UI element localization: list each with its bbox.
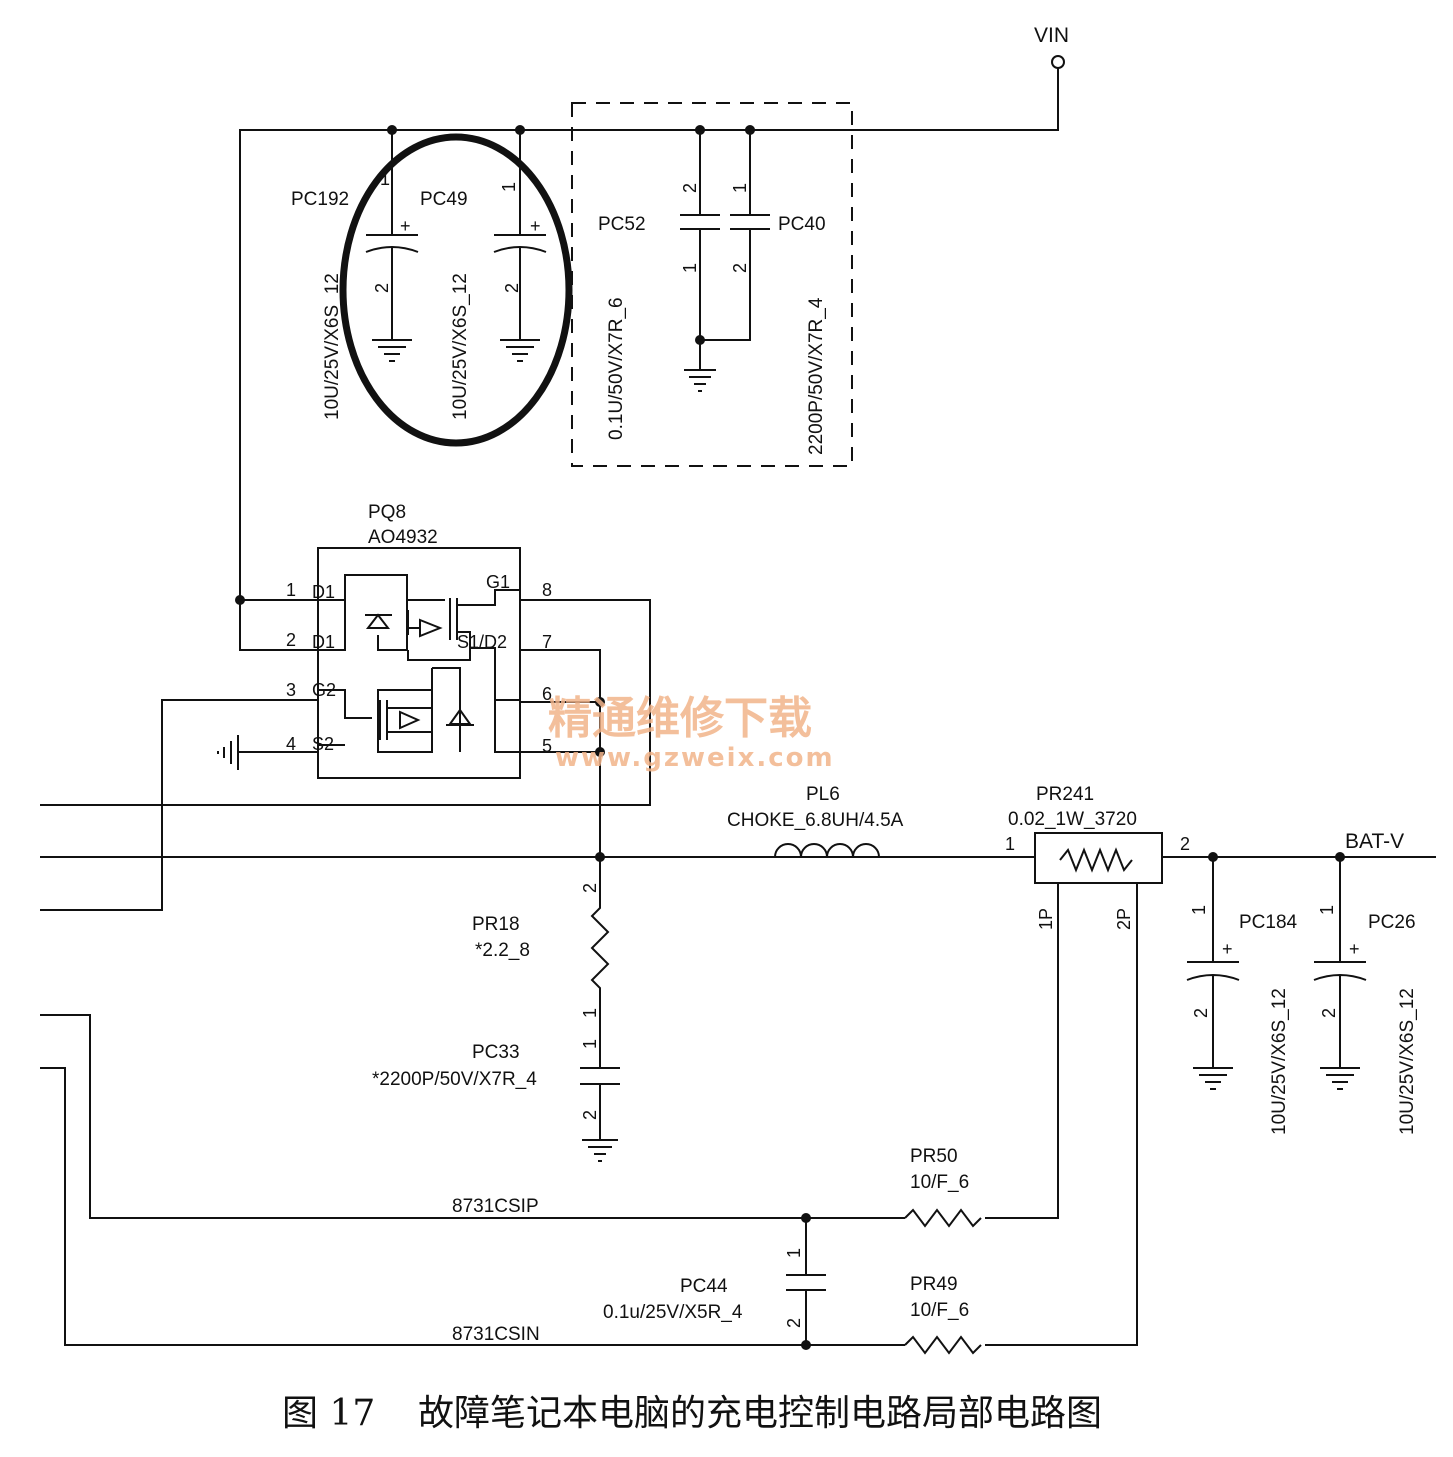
svg-text:G2: G2 [312,680,336,700]
pr49-ref: PR49 [910,1274,958,1295]
svg-text:2: 2 [502,283,522,293]
svg-text:1: 1 [580,1008,600,1018]
svg-text:4: 4 [286,734,296,754]
pc52-value: 0.1U/50V/X7R_6 [606,297,627,440]
pc44-capacitor: 1 2 PC44 0.1u/25V/X5R_4 [603,1218,826,1345]
svg-text:1: 1 [286,580,296,600]
svg-text:6: 6 [542,684,552,704]
pc26-capacitor: 1 + 2 PC26 10U/25V/X6S_12 [1313,857,1418,1135]
pc44-value: 0.1u/25V/X5R_4 [603,1302,743,1323]
svg-text:2: 2 [580,883,600,893]
pq8-mosfet: PQ8 AO4932 D1 D1 G2 S2 G1 S1/D2 1 2 3 4 … [286,502,552,779]
svg-text:2: 2 [784,1318,804,1328]
svg-text:7: 7 [542,632,552,652]
pr50-ref: PR50 [910,1146,958,1167]
svg-text:1: 1 [1005,834,1015,854]
pc26-value: 10U/25V/X6S_12 [1397,988,1418,1135]
sense-network: 8731CSIP 8731CSIN PR50 10/F_6 PR49 10/F_… [40,1014,982,1355]
pr18-resistor: 2 1 PR18 *2.2_8 [472,857,610,1068]
pl6-value: CHOKE_6.8UH/4.5A [727,810,904,831]
svg-text:1: 1 [1189,905,1209,915]
highlight-ellipse [339,133,573,447]
pc40-ref: PC40 [778,214,826,235]
svg-text:+: + [530,216,541,236]
vin-label: VIN [1034,24,1069,47]
dashed-group-box [571,102,853,467]
watermark: 精通维修下载 www.gzweix.com [548,693,835,773]
figure-caption: 图 17 故障笔记本电脑的充电控制电路局部电路图 [282,1393,1102,1434]
pc192-ref: PC192 [291,189,349,210]
svg-text:D1: D1 [312,632,335,652]
svg-text:2: 2 [1191,1008,1211,1018]
watermark-url: www.gzweix.com [555,743,835,773]
pc52-capacitor: 2 1 PC52 0.1U/50V/X7R_6 [598,130,720,440]
svg-text:+: + [400,216,411,236]
svg-text:2P: 2P [1114,908,1134,930]
pr241-sense-resistor: PR241 0.02_1W_3720 1 2 1P 2P BAT-V [985,784,1436,1346]
svg-text:+: + [1222,939,1233,959]
pc49-ref: PC49 [420,189,468,210]
svg-text:2: 2 [1319,1008,1339,1018]
svg-text:2: 2 [730,263,750,273]
caption-text: 故障笔记本电脑的充电控制电路局部电路图 [418,1393,1102,1434]
pr18-ref: PR18 [472,914,520,935]
caption-fig: 图 17 [282,1393,375,1434]
watermark-cn: 精通维修下载 [548,693,812,744]
pr50-value: 10/F_6 [910,1172,969,1193]
pr49-value: 10/F_6 [910,1300,969,1321]
pr241-ref: PR241 [1036,784,1094,805]
pc49-capacitor: 1 + 2 PC49 10U/25V/X6S_12 [420,130,547,420]
csin-label: 8731CSIN [452,1324,540,1345]
pr241-value: 0.02_1W_3720 [1008,809,1137,830]
svg-text:2: 2 [286,630,296,650]
svg-text:2: 2 [580,1110,600,1120]
svg-text:2: 2 [1180,834,1190,854]
pc44-ref: PC44 [680,1276,728,1297]
svg-text:1: 1 [499,182,519,192]
vin-terminal [1051,55,1065,69]
pc33-ref: PC33 [472,1042,520,1063]
pc192-capacitor: 1 + 2 PC192 10U/25V/X6S_12 [291,130,419,420]
pc184-ref: PC184 [1239,912,1298,933]
pc33-value: *2200P/50V/X7R_4 [372,1069,537,1090]
svg-text:1: 1 [380,169,390,189]
svg-text:+: + [1349,939,1360,959]
svg-text:1: 1 [784,1248,804,1258]
pq8-ref: PQ8 [368,502,406,523]
svg-text:S1/D2: S1/D2 [457,632,507,652]
pl6-ref: PL6 [806,784,840,805]
pr18-value: *2.2_8 [475,940,530,961]
svg-text:5: 5 [542,736,552,756]
csip-label: 8731CSIP [452,1196,539,1217]
pc192-value: 10U/25V/X6S_12 [322,273,343,420]
svg-text:1: 1 [680,263,700,273]
svg-text:S2: S2 [312,734,334,754]
pq8-value: AO4932 [368,527,438,548]
pc40-capacitor: 1 2 PC40 2200P/50V/X7R_4 [700,130,827,455]
vin-rail: VIN [235,24,1069,651]
svg-text:8: 8 [542,580,552,600]
svg-text:1: 1 [730,183,750,193]
pc40-value: 2200P/50V/X7R_4 [806,297,827,455]
pc49-value: 10U/25V/X6S_12 [450,273,471,420]
svg-text:3: 3 [286,680,296,700]
svg-text:2: 2 [680,183,700,193]
svg-text:1P: 1P [1036,908,1056,930]
pl6-inductor: PL6 CHOKE_6.8UH/4.5A [727,784,904,858]
pc33-capacitor: 1 2 PC33 *2200P/50V/X7R_4 [372,1039,620,1162]
bat-v-label: BAT-V [1345,830,1404,853]
pc52-ref: PC52 [598,214,646,235]
svg-text:1: 1 [580,1039,600,1049]
svg-text:1: 1 [1317,905,1337,915]
pc26-ref: PC26 [1368,912,1416,933]
pc184-capacitor: 1 + 2 PC184 10U/25V/X6S_12 [1186,857,1298,1135]
pq8-wiring [40,599,1035,911]
svg-text:G1: G1 [486,572,510,592]
svg-text:D1: D1 [312,582,335,602]
pc184-value: 10U/25V/X6S_12 [1269,988,1290,1135]
svg-text:2: 2 [372,283,392,293]
